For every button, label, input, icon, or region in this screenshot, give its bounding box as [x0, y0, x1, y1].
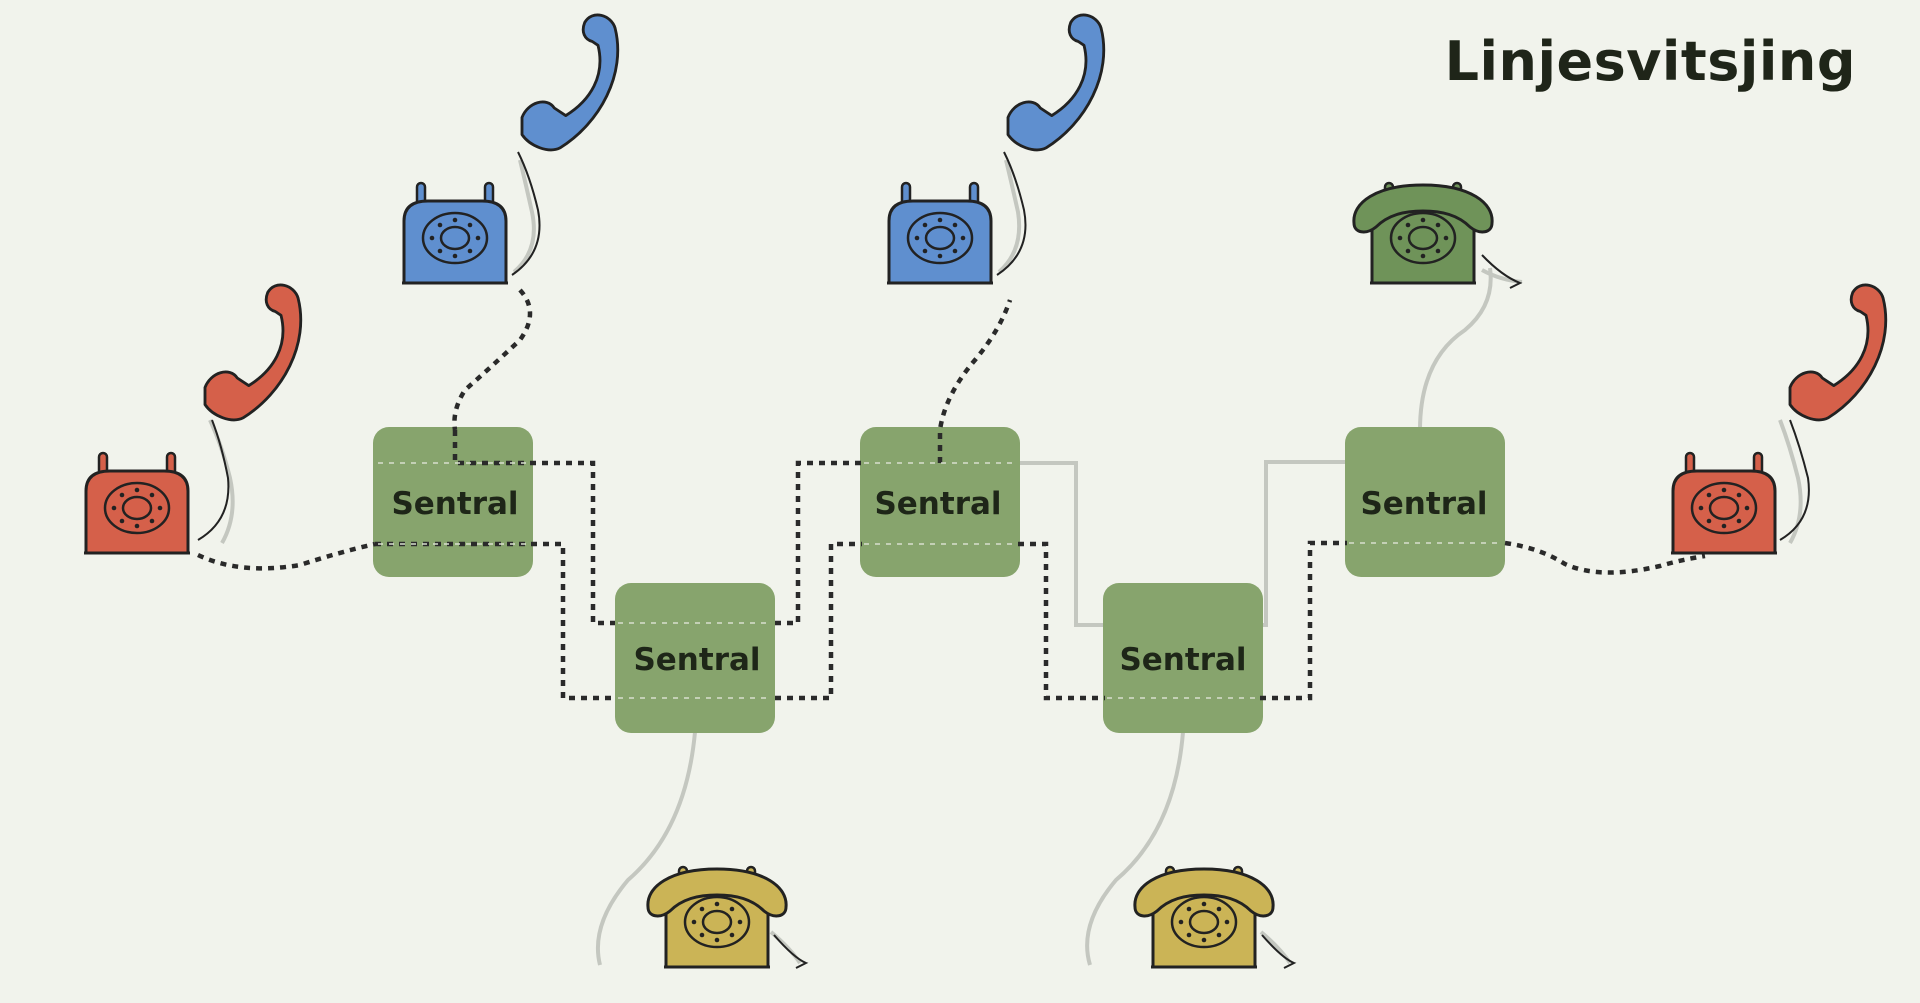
page-title: Linjesvitsjing [1444, 30, 1856, 93]
switch-s2[interactable]: Sentral [615, 583, 775, 733]
phone-green-right[interactable] [1352, 181, 1523, 289]
active-circuit-lines [197, 288, 1706, 701]
handset-icon [1788, 283, 1888, 422]
switch-s4[interactable]: Sentral [1103, 583, 1263, 733]
switch-s1[interactable]: Sentral [373, 427, 533, 577]
switch-label: Sentral [1360, 486, 1487, 522]
switch-s3[interactable]: Sentral [860, 427, 1020, 577]
phone-yellow-right[interactable] [1133, 865, 1297, 969]
handset-icon [520, 13, 620, 152]
handset-icon [1006, 13, 1106, 152]
phone-red-right[interactable] [1669, 283, 1888, 555]
handset-icon [203, 283, 303, 422]
phone-red-left[interactable] [82, 283, 303, 555]
phone-blue-mid[interactable] [885, 13, 1106, 285]
switch-label: Sentral [633, 642, 760, 678]
phone-yellow-left[interactable] [646, 865, 809, 969]
switch-label: Sentral [1119, 642, 1246, 678]
switch-s5[interactable]: Sentral [1345, 427, 1505, 577]
phone-blue-left[interactable] [400, 13, 620, 285]
switch-label: Sentral [391, 486, 518, 522]
switch-pass-through [378, 462, 1500, 699]
switch-label: Sentral [874, 486, 1001, 522]
